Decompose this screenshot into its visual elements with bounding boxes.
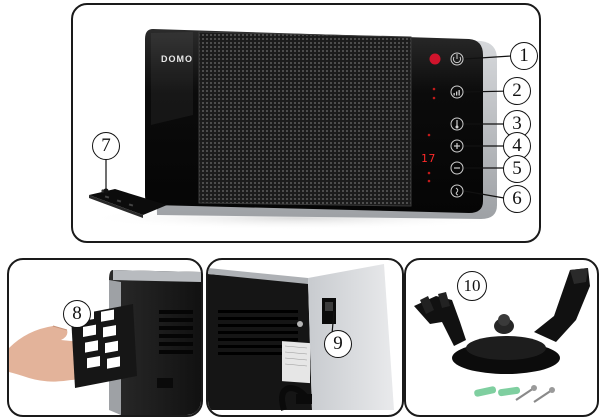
- wall-bracket-panel: 10: [404, 258, 599, 417]
- callout-6: 6: [503, 185, 531, 213]
- callout-2: 2: [503, 77, 531, 105]
- leader-lines: [105, 55, 512, 199]
- heater-illustration: [83, 29, 513, 230]
- minus-icon[interactable]: [450, 161, 464, 175]
- callout-7: 7: [92, 132, 120, 160]
- timer-icon[interactable]: [450, 184, 464, 198]
- callout-9: 9: [324, 330, 352, 358]
- heater-overview-panel: DOMO 17 1 2 3 4 5 6 7: [71, 3, 541, 243]
- remote-control: [89, 189, 167, 218]
- callout-5: 5: [503, 155, 531, 183]
- filter-panel: 8: [7, 258, 203, 417]
- fan-level-icon[interactable]: [450, 85, 464, 99]
- side-switch-panel: 9: [206, 258, 404, 417]
- temperature-display: 17: [421, 152, 437, 165]
- callout-1: 1: [510, 42, 538, 70]
- filter-illustration: [9, 270, 201, 415]
- callout-10: 10: [457, 271, 487, 301]
- hand-illustration: [9, 326, 84, 382]
- remote-pointer-dot: [103, 188, 109, 194]
- brand-logo: DOMO: [161, 54, 193, 64]
- plus-icon[interactable]: [450, 139, 464, 153]
- side-switch-illustration: [208, 264, 394, 411]
- power-led: [429, 53, 441, 65]
- callout-8: 8: [63, 300, 91, 328]
- filter-grid: [71, 304, 137, 388]
- wall-bracket-illustration: [414, 268, 590, 403]
- power-icon[interactable]: [450, 52, 464, 66]
- thermometer-icon[interactable]: [450, 117, 464, 131]
- heater-grille: [199, 32, 411, 206]
